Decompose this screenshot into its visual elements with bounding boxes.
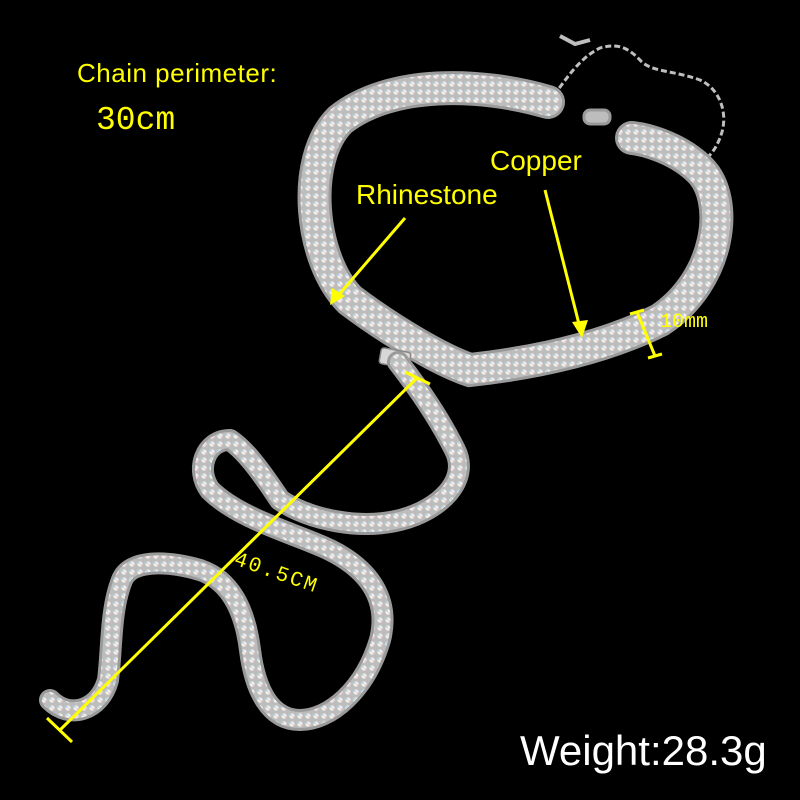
rhinestone-arrow bbox=[334, 217, 407, 299]
width-label: 10mm bbox=[660, 311, 709, 334]
choker-band bbox=[297, 71, 734, 388]
width-marker bbox=[635, 311, 657, 357]
chain-perimeter-value: 30cm bbox=[96, 102, 176, 139]
copper-arrow bbox=[543, 189, 582, 329]
chain-perimeter-label: Chain perimeter: bbox=[77, 58, 278, 88]
drop-chain bbox=[39, 351, 470, 731]
length-marker bbox=[58, 376, 419, 732]
extension-chain bbox=[546, 34, 726, 164]
annotations bbox=[45, 189, 663, 744]
weight-label: Weight:28.3g bbox=[520, 727, 767, 774]
copper-label: Copper bbox=[490, 145, 582, 176]
rhinestone-label: Rhinestone bbox=[356, 179, 498, 210]
